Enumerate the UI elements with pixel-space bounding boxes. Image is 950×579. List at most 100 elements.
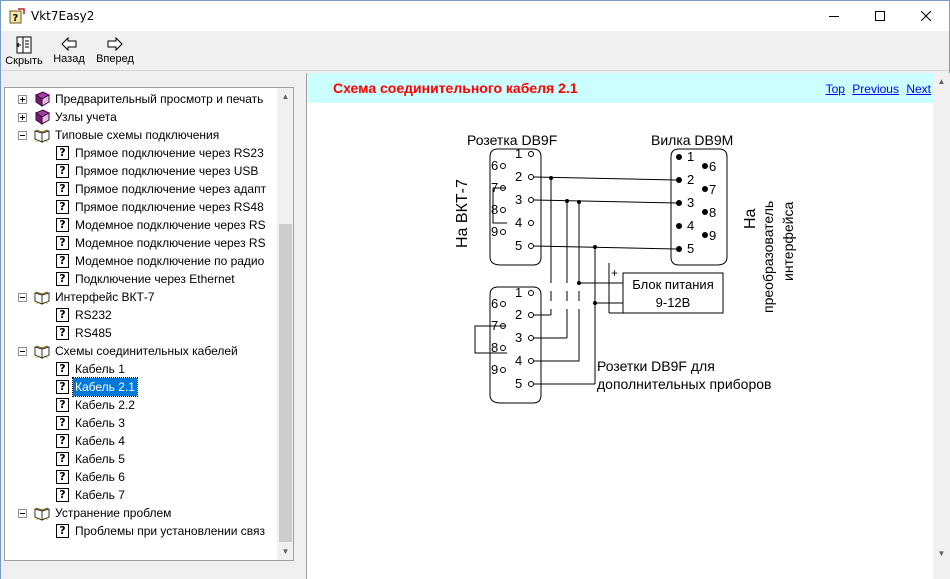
tree-item-label: Кабель 6 <box>75 470 125 484</box>
maximize-button[interactable] <box>857 1 903 31</box>
help-page-icon: ? <box>56 488 69 502</box>
socket-label: Розетка DB9F <box>467 132 557 148</box>
close-icon <box>921 11 931 21</box>
minimize-button[interactable] <box>811 1 857 31</box>
plug-pin-2: 2 <box>687 172 694 187</box>
db9f-socket-top: 6 7 8 9 1 2 3 4 5 <box>489 146 542 266</box>
book-open-icon <box>34 291 50 305</box>
collapse-minus-icon[interactable] <box>18 293 27 302</box>
help-page-icon: ? <box>56 452 69 466</box>
topic-content: Схема соединительного кабеля 2.1 Top Pre… <box>306 73 950 579</box>
socket-bottom-pin-4: 4 <box>515 353 522 368</box>
tree-item[interactable]: ?Прямое подключение через RS23 <box>5 144 277 162</box>
tree-item[interactable]: ?Прямое подключение через адапт <box>5 180 277 198</box>
tree-item-label: Кабель 7 <box>75 488 125 502</box>
tree-item-label: Модемное подключение по радио <box>75 254 265 268</box>
wire-junctions <box>549 176 597 305</box>
hide-button[interactable]: Скрыть <box>3 33 45 69</box>
tree-item[interactable]: Типовые схемы подключения <box>5 126 277 144</box>
tree-item[interactable]: ?Кабель 6 <box>5 468 277 486</box>
tree-item[interactable]: Схемы соединительных кабелей <box>5 342 277 360</box>
toolbar: Скрыть Назад Вперед <box>1 31 949 71</box>
help-page-icon: ? <box>56 416 69 430</box>
back-button[interactable]: Назад <box>51 33 87 69</box>
tree-item[interactable]: ? Кабель 7 <box>5 486 277 504</box>
plug-pin-5: 5 <box>687 241 694 256</box>
book-closed-icon <box>34 91 50 107</box>
scroll-down-icon[interactable]: ▼ <box>281 547 290 556</box>
socket-bottom-pin-1: 1 <box>515 285 522 300</box>
forward-label: Вперед <box>96 53 134 65</box>
tree-scroll-thumb[interactable] <box>279 224 292 542</box>
expand-plus-icon[interactable] <box>18 95 27 104</box>
help-page-icon: ? <box>56 146 69 160</box>
tree-item[interactable]: ?Кабель 5 <box>5 450 277 468</box>
tree-item-label: Прямое подключение через USB <box>75 164 259 178</box>
tree-scrollbar[interactable]: ▲ ▼ <box>277 88 293 560</box>
tree-item[interactable]: ?RS485 <box>5 324 277 342</box>
collapse-minus-icon[interactable] <box>18 509 27 518</box>
cable-diagram: Розетка DB9F Вилка DB9M На ВКТ-7 На прео… <box>454 132 796 404</box>
left-side-label: На ВКТ-7 <box>454 179 471 248</box>
socket-bottom-pin-6: 6 <box>491 296 498 311</box>
socket-bottom-pin-2: 2 <box>515 307 522 322</box>
tree-item[interactable]: Интерфейс ВКТ-7 <box>5 288 277 306</box>
tree-item[interactable]: ?Кабель 3 <box>5 414 277 432</box>
window-title: Vkt7Easy2 <box>31 9 95 23</box>
tree-item[interactable]: ?Подключение через Ethernet <box>5 270 277 288</box>
content-scroll-up-icon[interactable]: ▲ <box>937 77 946 86</box>
topic-nav: Top Previous Next <box>822 82 931 96</box>
collapse-minus-icon[interactable] <box>18 347 27 356</box>
content-scroll-down-icon[interactable]: ▼ <box>937 549 946 558</box>
expand-plus-icon[interactable] <box>18 113 27 122</box>
hide-label: Скрыть <box>5 55 43 67</box>
tree-item-label: RS232 <box>75 308 112 322</box>
next-link[interactable]: Next <box>906 82 931 96</box>
power-minus-label: − <box>611 306 618 320</box>
tree-item-label: Схемы соединительных кабелей <box>55 344 238 358</box>
previous-link[interactable]: Previous <box>852 82 899 96</box>
tree-item[interactable]: ? RS232 <box>5 306 277 324</box>
tree-item[interactable]: ?Кабель 2.2 <box>5 396 277 414</box>
socket-top-pin-6: 6 <box>491 158 498 173</box>
tree-item[interactable]: ?Модемное подключение через RS <box>5 216 277 234</box>
title-bar[interactable]: ? Vkt7Easy2 <box>1 1 949 31</box>
tree-item-label: Подключение через Ethernet <box>75 272 235 286</box>
tree-item-label: Прямое подключение через RS48 <box>75 200 264 214</box>
tree-item[interactable]: Предварительный просмотр и печать <box>5 90 277 108</box>
help-page-icon: ? <box>56 236 69 250</box>
db9f-socket-bottom: 6 7 8 9 1 2 3 4 5 <box>474 285 542 404</box>
tree-item[interactable]: ?Кабель 2.1 <box>5 377 277 397</box>
tree-item[interactable]: ?Кабель 4 <box>5 432 277 450</box>
tree-item-label: Кабель 2.2 <box>75 398 135 412</box>
tree-item-label: Кабель 2.1 <box>72 377 138 397</box>
tree-item[interactable]: ?Кабель 1 <box>5 360 277 378</box>
tree-item[interactable]: ? Прямое подключение через USB <box>5 162 277 180</box>
tree-item[interactable]: Устранение проблем <box>5 504 277 522</box>
wires <box>533 176 677 385</box>
socket-bottom-pin-3: 3 <box>515 330 522 345</box>
forward-button[interactable]: Вперед <box>93 33 137 69</box>
collapse-minus-icon[interactable] <box>18 131 27 140</box>
socket-top-pin-5: 5 <box>515 238 522 253</box>
socket-bottom-pin-8: 8 <box>491 340 498 355</box>
tree-item[interactable]: ?Модемное подключение через RS <box>5 234 277 252</box>
top-link[interactable]: Top <box>825 82 845 96</box>
topic-header: Схема соединительного кабеля 2.1 Top Pre… <box>307 73 933 103</box>
help-page-icon: ? <box>56 308 69 322</box>
pane-splitter[interactable] <box>301 73 306 579</box>
tree-item[interactable]: ?Модемное подключение по радио <box>5 252 277 270</box>
content-scrollbar[interactable]: ▲ ▼ <box>933 73 950 579</box>
tree-item-label: Узлы учета <box>55 110 117 124</box>
power-block-line2: 9-12В <box>656 295 691 310</box>
close-button[interactable] <box>903 1 949 31</box>
tree-item[interactable]: ?Прямое подключение через RS48 <box>5 198 277 216</box>
tree-item[interactable]: Узлы учета <box>5 108 277 126</box>
plug-label: Вилка DB9M <box>651 132 733 148</box>
scroll-up-icon[interactable]: ▲ <box>281 92 290 101</box>
help-page-icon: ? <box>56 164 69 178</box>
help-app-icon: ? <box>9 8 25 24</box>
tree-item[interactable]: ?Проблемы при установлении связ <box>5 522 277 540</box>
